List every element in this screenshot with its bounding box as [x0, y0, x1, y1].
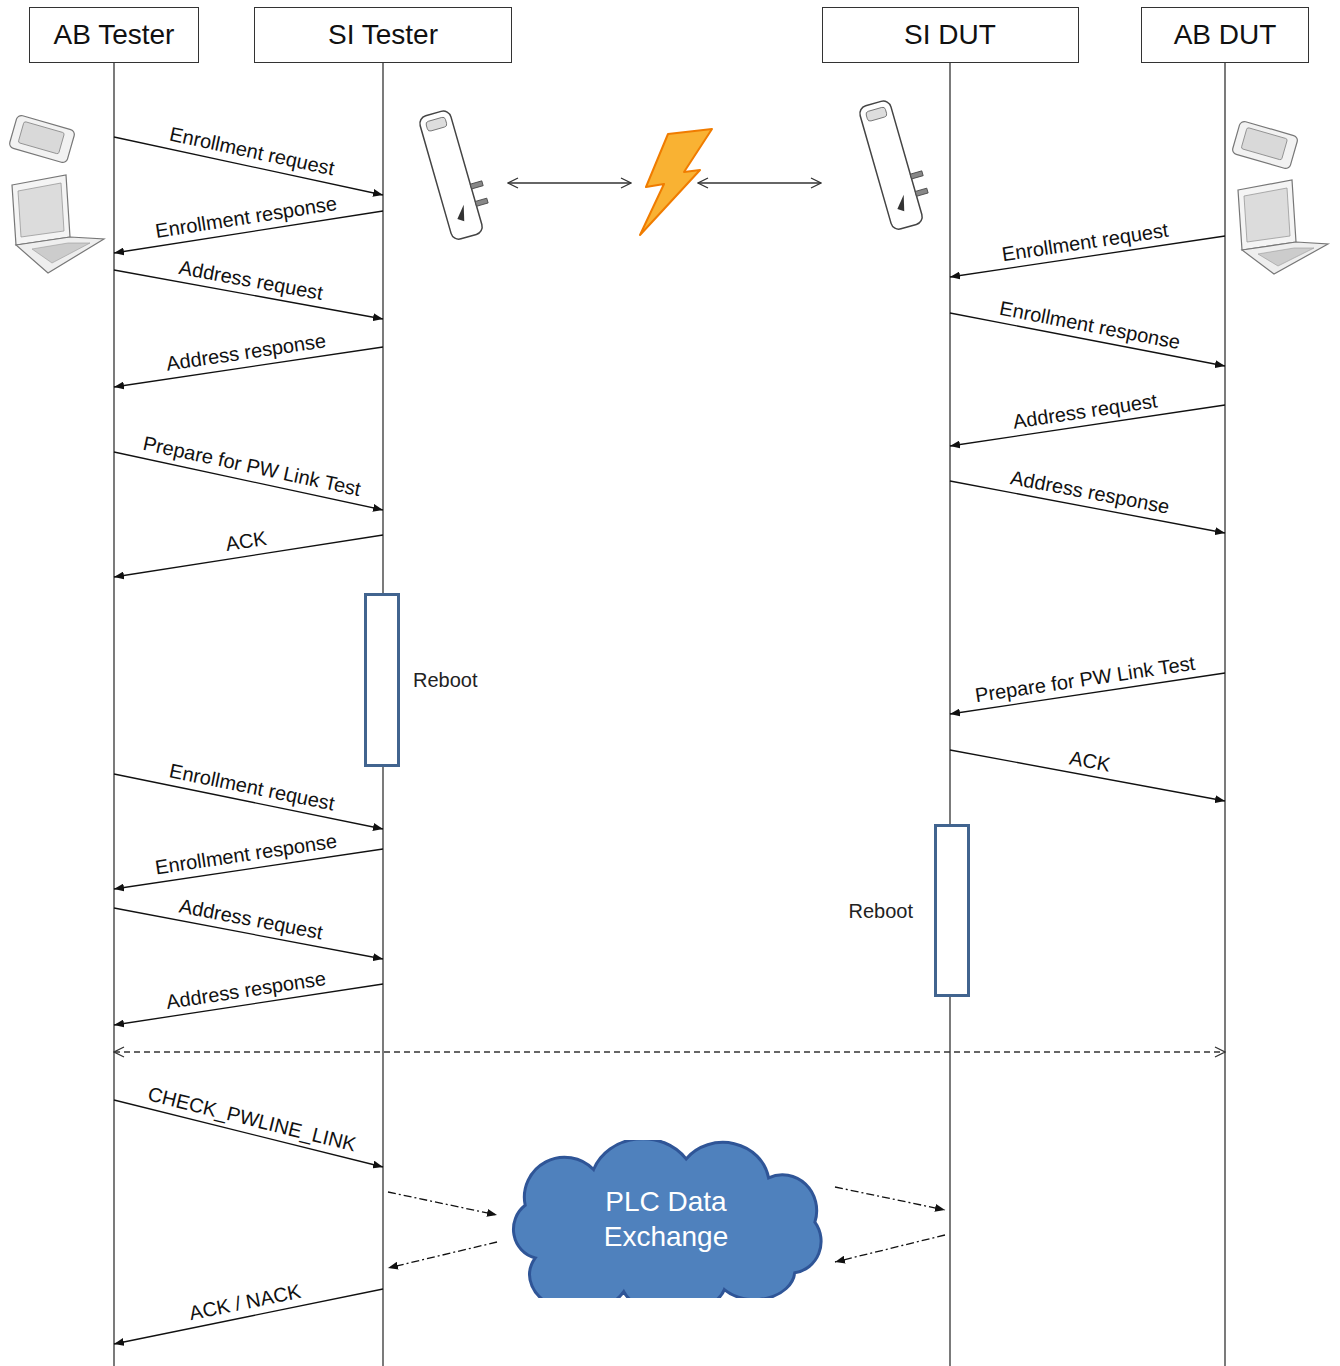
message-label: Address response [165, 967, 328, 1013]
message-arrow [114, 774, 383, 829]
lifeline [1224, 63, 1225, 1366]
participant-name: SI Tester [328, 19, 438, 51]
laptop-keys [1258, 248, 1314, 266]
laptop-display [1244, 188, 1290, 242]
message-label: Enrollment response [154, 192, 339, 242]
message-label: Address response [1009, 466, 1171, 518]
plc-device-led [425, 117, 447, 132]
message-arrow [114, 849, 383, 889]
message-label: Address request [1012, 389, 1159, 432]
participant-name: SI DUT [904, 19, 996, 51]
laptop-screen [12, 175, 70, 245]
lifeline [382, 63, 383, 1366]
activation-box: Reboot [364, 593, 400, 767]
plc-device [418, 109, 484, 241]
plug-prong [475, 198, 488, 206]
message-arrow [950, 750, 1225, 801]
message-arrow [114, 984, 383, 1025]
tablet-screen [1241, 127, 1287, 160]
message-arrow [114, 908, 383, 959]
message-arrow [950, 236, 1225, 277]
participant-name: AB Tester [54, 19, 175, 51]
laptop-screen [1238, 180, 1296, 250]
message-label: CHECK_PWLINE_LINK [146, 1082, 358, 1155]
laptop-display [18, 183, 64, 237]
laptop-keyboard [1242, 242, 1328, 274]
laptop-keys [32, 243, 90, 263]
message-label: Prepare for PW Link Test [974, 651, 1197, 705]
cloud-label: PLC Data Exchange [566, 1184, 766, 1254]
message-label: Prepare for PW Link Test [141, 432, 363, 500]
lifeline-header: AB DUT [1141, 7, 1309, 63]
tablet-icon [8, 114, 75, 163]
message-arrow [950, 313, 1225, 366]
message-arrow [114, 535, 383, 577]
message-label: Enrollment request [167, 123, 336, 180]
message-arrow [950, 405, 1225, 446]
plc-device-logo [894, 195, 908, 213]
laptop-keyboard [16, 237, 104, 273]
message-arrow [114, 211, 383, 253]
sync-line [114, 1051, 1225, 1052]
cloud-shape: PLC Data Exchange [495, 1140, 837, 1298]
tablet-screen [18, 121, 64, 154]
message-label: ACK / NACK [188, 1280, 303, 1324]
message-arrow [114, 452, 383, 510]
plc-device-logo [454, 205, 468, 223]
participant-name: AB DUT [1174, 19, 1277, 51]
message-label: Enrollment request [1001, 218, 1170, 265]
data-flow-arrow [388, 1242, 497, 1268]
plc-device [858, 99, 924, 231]
cloud-fill [513, 1140, 821, 1298]
message-arrow [950, 673, 1225, 714]
message-label: Enrollment response [998, 297, 1182, 353]
data-flow-arrow [835, 1187, 945, 1210]
data-flow-arrow [388, 1192, 497, 1215]
plug-prong [470, 181, 483, 189]
message-label: ACK [1068, 746, 1112, 775]
activation-box: Reboot [934, 824, 970, 997]
link-arrow [698, 182, 821, 183]
activation-label: Reboot [413, 669, 478, 692]
lightning-symbol [640, 129, 712, 235]
message-label: Address response [165, 329, 328, 374]
message-label: Enrollment request [167, 759, 336, 814]
plug-prong [910, 171, 923, 179]
plug-prong [915, 188, 928, 196]
message-arrow [114, 1100, 383, 1167]
activation-label: Reboot [849, 899, 914, 922]
message-label: ACK [224, 527, 268, 555]
link-arrow [508, 182, 631, 183]
message-arrow [114, 1289, 383, 1344]
message-label: Address request [178, 894, 325, 943]
cloud-outline [495, 1140, 837, 1298]
message-label: Enrollment response [154, 830, 339, 879]
lifeline-header: SI Tester [254, 7, 512, 63]
message-label: Address request [178, 256, 325, 304]
message-arrow [114, 347, 383, 387]
message-arrow [114, 137, 383, 195]
plc-device-led [865, 107, 887, 122]
message-arrow [114, 270, 383, 319]
lifeline-header: SI DUT [822, 7, 1079, 63]
message-arrow [950, 481, 1225, 533]
lifeline-header: AB Tester [29, 7, 199, 63]
tablet-icon [1231, 120, 1298, 169]
data-flow-arrow [835, 1235, 945, 1262]
lifeline [113, 63, 114, 1366]
